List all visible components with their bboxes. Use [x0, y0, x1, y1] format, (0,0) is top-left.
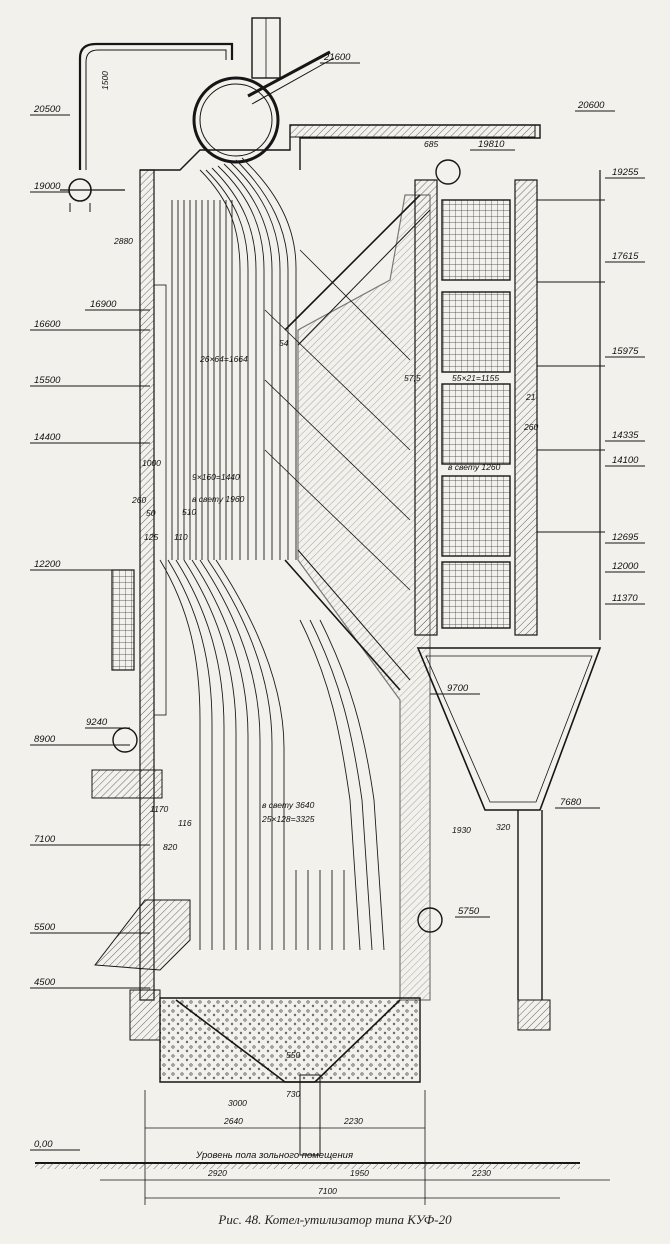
elev-21600: 21600 — [323, 52, 351, 63]
floor-label: Уровень пола зольного помещения — [195, 1150, 353, 1161]
dim-hopper-3000: 3000 — [228, 1098, 247, 1108]
dim-drum-offset: 2880 — [113, 236, 133, 246]
elev-7680: 7680 — [560, 797, 582, 808]
dim-wall-1170: 1170 — [150, 804, 169, 814]
dim-drum-height: 1500 — [100, 71, 110, 90]
dim-tube-pitch-mid: 9×160=1440 — [192, 472, 240, 482]
elev-7100: 7100 — [34, 834, 56, 845]
bottom-dimension-lines — [100, 1090, 610, 1205]
elev-20500: 20500 — [33, 104, 61, 115]
elev-12000: 12000 — [612, 561, 639, 572]
elev-16900: 16900 — [90, 299, 117, 310]
elev-8900: 8900 — [34, 734, 56, 745]
left-inlet-structure — [91, 569, 443, 971]
furnace-ash-hopper — [129, 989, 421, 1156]
elev-16600: 16600 — [34, 319, 61, 330]
dim-col-685: 685 — [424, 139, 438, 149]
dim-base-2230: 2230 — [343, 1116, 363, 1126]
gas-duct-diagonal — [264, 194, 431, 691]
dim-col-260b: 260 — [523, 422, 538, 432]
dim-hopper-550: 550 — [286, 1050, 300, 1060]
dim-col-54: 54 — [279, 338, 289, 348]
elev-14100: 14100 — [612, 455, 639, 466]
elev-9700: 9700 — [447, 683, 469, 694]
elev-19000: 19000 — [34, 181, 61, 192]
dim-bottom-2230: 2230 — [471, 1168, 491, 1178]
elev-9240: 9240 — [86, 717, 108, 728]
elev-12695: 12695 — [612, 532, 639, 543]
dim-wall-820: 820 — [163, 842, 177, 852]
dim-clear-width-low: в свету 3640 — [262, 800, 315, 810]
ash-hopper-right — [416, 647, 602, 1031]
dim-tube-pitch-low: 25×128=3325 — [261, 814, 315, 824]
top-riser-pipe — [78, 42, 335, 170]
dim-wall-260: 260 — [131, 495, 146, 505]
elev-19255: 19255 — [612, 167, 639, 178]
steam-drum — [192, 17, 281, 164]
elev-4500: 4500 — [34, 977, 56, 988]
dim-wall-110: 110 — [174, 532, 188, 542]
elev-12200: 12200 — [34, 559, 61, 570]
elev-14400: 14400 — [34, 432, 61, 443]
dim-col-510: 510 — [182, 507, 196, 517]
ground-line — [35, 1162, 580, 1169]
elev-5500: 5500 — [34, 922, 56, 933]
elev-17615: 17615 — [612, 251, 639, 262]
elev-5750: 5750 — [458, 906, 480, 917]
dim-wall-116: 116 — [178, 818, 192, 828]
dim-base-2640: 2640 — [223, 1116, 243, 1126]
dim-wall-125: 125 — [144, 532, 158, 542]
dim-bottom-2920: 2920 — [207, 1168, 227, 1178]
elev-15975: 15975 — [612, 346, 639, 357]
dim-wall-1000: 1000 — [142, 458, 161, 468]
dim-bottom-7100: 7100 — [318, 1186, 337, 1196]
dim-bottom-1950: 1950 — [350, 1168, 369, 1178]
elevation-marks-left — [30, 114, 150, 1151]
elev-20600: 20600 — [577, 100, 605, 111]
dim-hopper-730: 730 — [286, 1089, 300, 1099]
convective-section — [414, 159, 605, 640]
screen-tubes-upper — [171, 157, 297, 560]
dim-wall-50: 50 — [146, 508, 156, 518]
elev-15500: 15500 — [34, 375, 61, 386]
dim-col-57-5: 57,5 — [404, 373, 421, 383]
elev-19810: 19810 — [478, 139, 505, 150]
elev-0: 0,00 — [34, 1139, 53, 1150]
dim-col-21: 21 — [525, 392, 536, 402]
dim-gap-320: 320 — [496, 822, 510, 832]
valve-left — [60, 178, 125, 212]
dim-tube-pitch-upper: 26×64=1664 — [199, 354, 248, 364]
dim-clear-width-mid: в свету 1960 — [192, 494, 245, 504]
dim-gap-1930: 1930 — [452, 825, 471, 835]
furnace-lower-tubes — [159, 559, 385, 951]
elev-14335: 14335 — [612, 430, 639, 441]
figure-caption: Рис. 48. Котел-утилизатор типа КУФ-20 — [218, 1212, 452, 1227]
elev-11370: 11370 — [612, 593, 638, 604]
dim-clear-width-right: в свету 1260 — [448, 462, 501, 472]
dim-tube-pitch-right: 55×21=1155 — [452, 373, 499, 383]
elevation-marks-right — [320, 62, 645, 918]
